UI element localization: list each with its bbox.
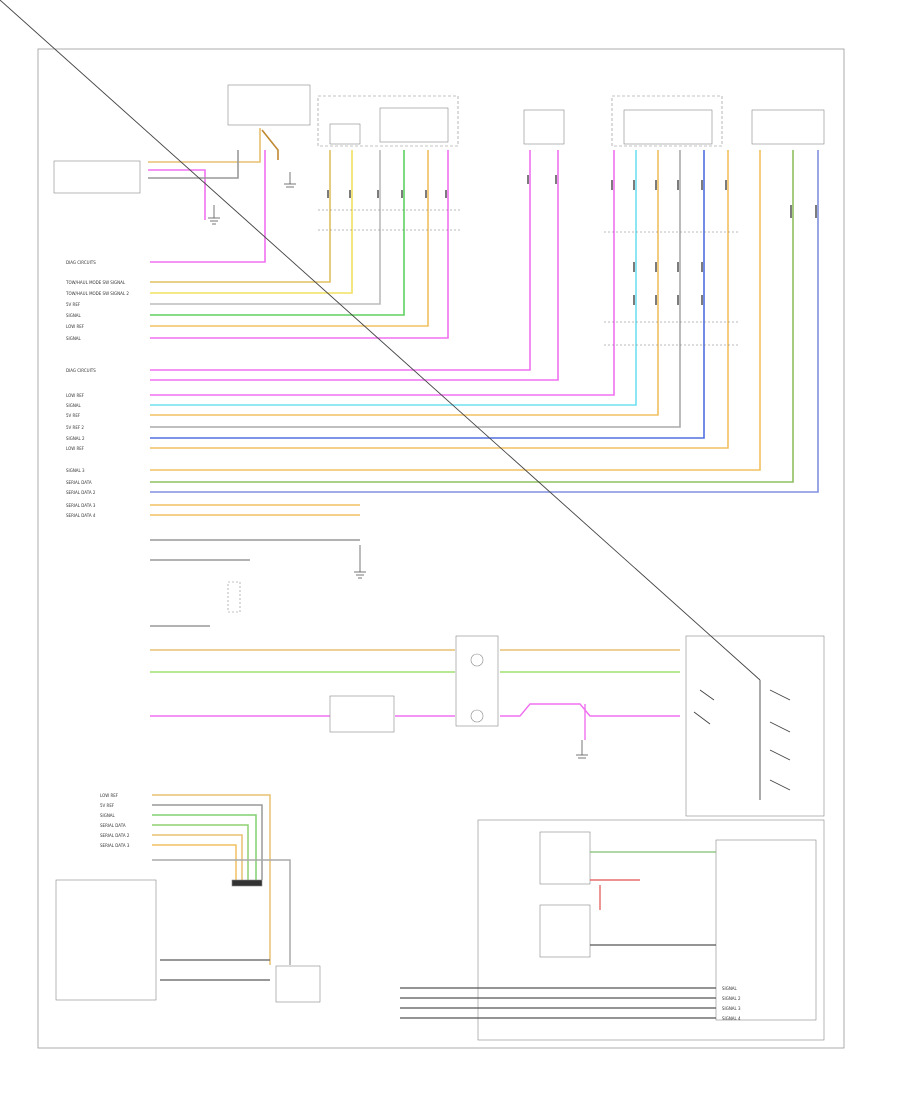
left-label: SERIAL DATA 2 <box>66 490 96 495</box>
lower-left-label: SIGNAL <box>100 813 116 818</box>
lower-left-wires <box>152 794 291 981</box>
left-label: SIGNAL <box>66 336 82 341</box>
tcm-label: SIGNAL 2 <box>722 996 741 1001</box>
left-label: SIGNAL <box>66 313 82 318</box>
tcm-wires <box>400 851 716 1019</box>
lower-left-components <box>55 879 321 1003</box>
left-label: SERIAL DATA 3 <box>66 503 96 508</box>
left-label: SIGNAL 2 <box>66 436 85 441</box>
tcm-module <box>477 819 825 1041</box>
left-label: 5V REF 2 <box>66 425 84 430</box>
left-label: TOW/HAUL MODE SW SIGNAL <box>65 280 126 285</box>
connector-pins <box>327 175 817 305</box>
tcm-label: SIGNAL <box>722 986 738 991</box>
left-label: LOW REF <box>66 393 85 398</box>
tcm-label: SIGNAL 4 <box>722 1016 741 1021</box>
lower-left-label: LOW REF <box>100 793 119 798</box>
left-label: SIGNAL <box>66 403 82 408</box>
switch-symbols <box>0 0 791 800</box>
left-label: SERIAL DATA <box>66 480 92 485</box>
lower-left-label: SERIAL DATA 2 <box>100 833 130 838</box>
connector-dashes <box>318 209 740 346</box>
left-label: DIAG CIRCUITS <box>66 260 96 265</box>
ground-symbols <box>208 172 588 759</box>
tcm-label: SIGNAL 3 <box>722 1006 741 1011</box>
upper-vertical-wires <box>148 128 819 516</box>
top-component-boxes <box>53 84 825 194</box>
lower-left-label: SERIAL DATA 3 <box>100 843 130 848</box>
left-label: LOW REF <box>66 446 85 451</box>
left-label: LOW REF <box>66 324 85 329</box>
lower-left-label: SERIAL DATA <box>100 823 126 828</box>
tcm-labels: SIGNAL SIGNAL 2 SIGNAL 3 SIGNAL 4 <box>722 986 741 1021</box>
left-signal-labels: DIAG CIRCUITS TOW/HAUL MODE SW SIGNAL TO… <box>65 260 129 518</box>
diagram-border <box>37 48 845 1049</box>
lower-left-labels: LOW REF 5V REF SIGNAL SERIAL DATA SERIAL… <box>100 793 130 848</box>
lower-left-label: 5V REF <box>100 803 115 808</box>
left-label: SERIAL DATA 4 <box>66 513 96 518</box>
left-label: TOW/HAUL MODE SW SIGNAL 2 <box>65 291 129 296</box>
left-label: DIAG CIRCUITS <box>66 368 96 373</box>
middle-wires <box>150 539 680 740</box>
left-label: 5V REF <box>66 302 81 307</box>
middle-components <box>227 581 825 817</box>
left-label: 5V REF <box>66 413 81 418</box>
left-label: SIGNAL 3 <box>66 468 85 473</box>
